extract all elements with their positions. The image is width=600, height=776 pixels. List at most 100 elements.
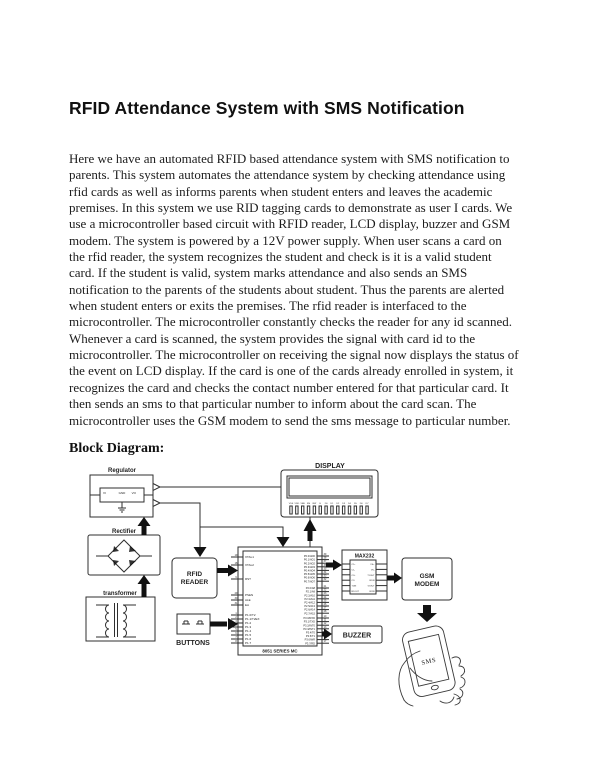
svg-text:PSEN: PSEN [245, 593, 253, 597]
svg-text:13: 13 [324, 626, 327, 629]
svg-text:P1.7: P1.7 [245, 641, 252, 645]
svg-text:P3.4/T0: P3.4/T0 [306, 631, 316, 635]
svg-text:XTAL2: XTAL2 [245, 563, 254, 567]
svg-text:P1.4: P1.4 [245, 629, 252, 633]
power-line-mc [200, 526, 284, 539]
svg-text:6: 6 [235, 632, 237, 635]
arrow-gsm-to-phone [417, 605, 437, 622]
svg-text:P3.3/INT1: P3.3/INT1 [303, 627, 315, 631]
svg-text:VS-: VS- [371, 569, 375, 571]
power-line-rfid [160, 502, 201, 548]
svg-text:P3.2/INT0: P3.2/INT0 [303, 623, 315, 627]
svg-text:P2.5/A13: P2.5/A13 [304, 604, 315, 608]
svg-text:D1: D1 [331, 503, 335, 505]
buttons-box: BUTTONS [176, 613, 211, 647]
svg-text:4: 4 [235, 624, 237, 627]
arrow-mc-to-display [303, 519, 317, 541]
svg-text:P2.3/A11: P2.3/A11 [305, 597, 316, 601]
svg-text:30: 30 [235, 597, 238, 600]
svg-text:28: 28 [324, 610, 327, 613]
sms-label: SMS [421, 657, 437, 667]
svg-text:RST: RST [245, 577, 251, 581]
svg-text:MODEM: MODEM [415, 581, 440, 588]
body-paragraph: Here we have an automated RFID based att… [69, 151, 519, 428]
transformer-label: transformer [103, 591, 137, 597]
arrow-rectifier-to-regulator [137, 517, 151, 535]
svg-text:25: 25 [324, 599, 327, 602]
svg-text:C1-: C1- [352, 569, 356, 571]
rectifier-box: Rectifier [87, 529, 161, 576]
svg-text:37: 37 [324, 560, 327, 563]
svg-text:D0: D0 [325, 503, 329, 505]
rectifier-label: Rectifier [112, 529, 137, 535]
svg-text:38: 38 [324, 557, 327, 560]
page-title: RFID Attendance System with SMS Notifica… [69, 97, 465, 118]
svg-text:GND: GND [119, 491, 127, 495]
svg-text:P0.3/AD3: P0.3/AD3 [304, 565, 316, 569]
section-heading: Block Diagram: [69, 440, 165, 456]
svg-text:P2.4/A12: P2.4/A12 [304, 601, 315, 605]
svg-text:P3.1/TXD: P3.1/TXD [304, 620, 315, 624]
mc-label: 8051 SERIES MC [262, 649, 298, 654]
regulator-output-2 [152, 498, 162, 508]
svg-text:21: 21 [324, 585, 327, 588]
max232-pin-labels: C1+C1-C2+C2-T1INR1OUTVS+VS-T1OUTR1INT2OU… [342, 563, 387, 593]
svg-text:P3.6/WR: P3.6/WR [305, 638, 316, 642]
max232-label: MAX232 [355, 554, 375, 560]
svg-text:D6: D6 [360, 503, 364, 505]
svg-text:EA: EA [245, 603, 249, 607]
block-diagram: Regulator VI VO GND Rectifier [85, 463, 466, 707]
svg-text:P1.6: P1.6 [245, 637, 252, 641]
buzzer-label: BUZZER [343, 633, 371, 640]
svg-text:ALE: ALE [245, 598, 251, 602]
svg-text:VEE: VEE [301, 503, 306, 505]
svg-text:34: 34 [324, 571, 327, 574]
svg-text:P2.6/A14: P2.6/A14 [304, 608, 315, 612]
svg-text:VDD: VDD [295, 503, 300, 505]
svg-text:1: 1 [235, 612, 237, 615]
arrow-transformer-to-rectifier [137, 575, 151, 597]
svg-text:P2.1/A9: P2.1/A9 [306, 590, 316, 594]
svg-text:5: 5 [235, 628, 237, 631]
svg-text:24: 24 [324, 596, 327, 599]
svg-text:32: 32 [324, 578, 327, 581]
svg-text:26: 26 [324, 603, 327, 606]
svg-text:18: 18 [235, 562, 238, 565]
arrow-buttons-to-mc [210, 618, 238, 630]
arrow-mc-to-max232 [326, 559, 342, 571]
svg-text:P1.3: P1.3 [245, 625, 252, 629]
svg-text:READER: READER [181, 579, 209, 586]
svg-text:8: 8 [235, 640, 237, 643]
svg-text:P2.0/A8: P2.0/A8 [306, 586, 316, 590]
phone-sketch: SMS [398, 625, 466, 707]
svg-text:P1.2: P1.2 [245, 621, 252, 625]
svg-text:P2.2/A10: P2.2/A10 [304, 593, 315, 597]
svg-text:C2-: C2- [352, 580, 356, 582]
rfid-reader-box: RFID READER [171, 557, 218, 599]
svg-text:R1IN: R1IN [370, 580, 375, 582]
svg-text:D7: D7 [366, 503, 370, 505]
svg-text:9: 9 [235, 576, 237, 579]
svg-text:10: 10 [324, 615, 327, 618]
svg-text:19: 19 [235, 554, 238, 557]
regulator-output-1 [152, 482, 162, 492]
svg-text:27: 27 [324, 607, 327, 610]
svg-text:P2.7/A15: P2.7/A15 [304, 611, 315, 615]
svg-text:P0.6/AD6: P0.6/AD6 [304, 576, 316, 580]
display-label: DISPLAY [315, 463, 345, 470]
svg-text:29: 29 [235, 592, 238, 595]
svg-text:T2OUT: T2OUT [367, 586, 375, 588]
svg-text:D3: D3 [342, 503, 346, 505]
svg-text:P0.2/AD2: P0.2/AD2 [304, 561, 316, 565]
svg-text:P0.4/AD4: P0.4/AD4 [304, 569, 316, 573]
svg-text:RS: RS [307, 503, 311, 505]
svg-text:VO: VO [132, 491, 137, 495]
svg-text:3: 3 [235, 620, 237, 623]
svg-text:P1.5: P1.5 [245, 633, 252, 637]
svg-text:2: 2 [235, 616, 237, 619]
svg-text:P0.0/AD0: P0.0/AD0 [304, 554, 316, 558]
svg-text:D5: D5 [354, 503, 358, 505]
